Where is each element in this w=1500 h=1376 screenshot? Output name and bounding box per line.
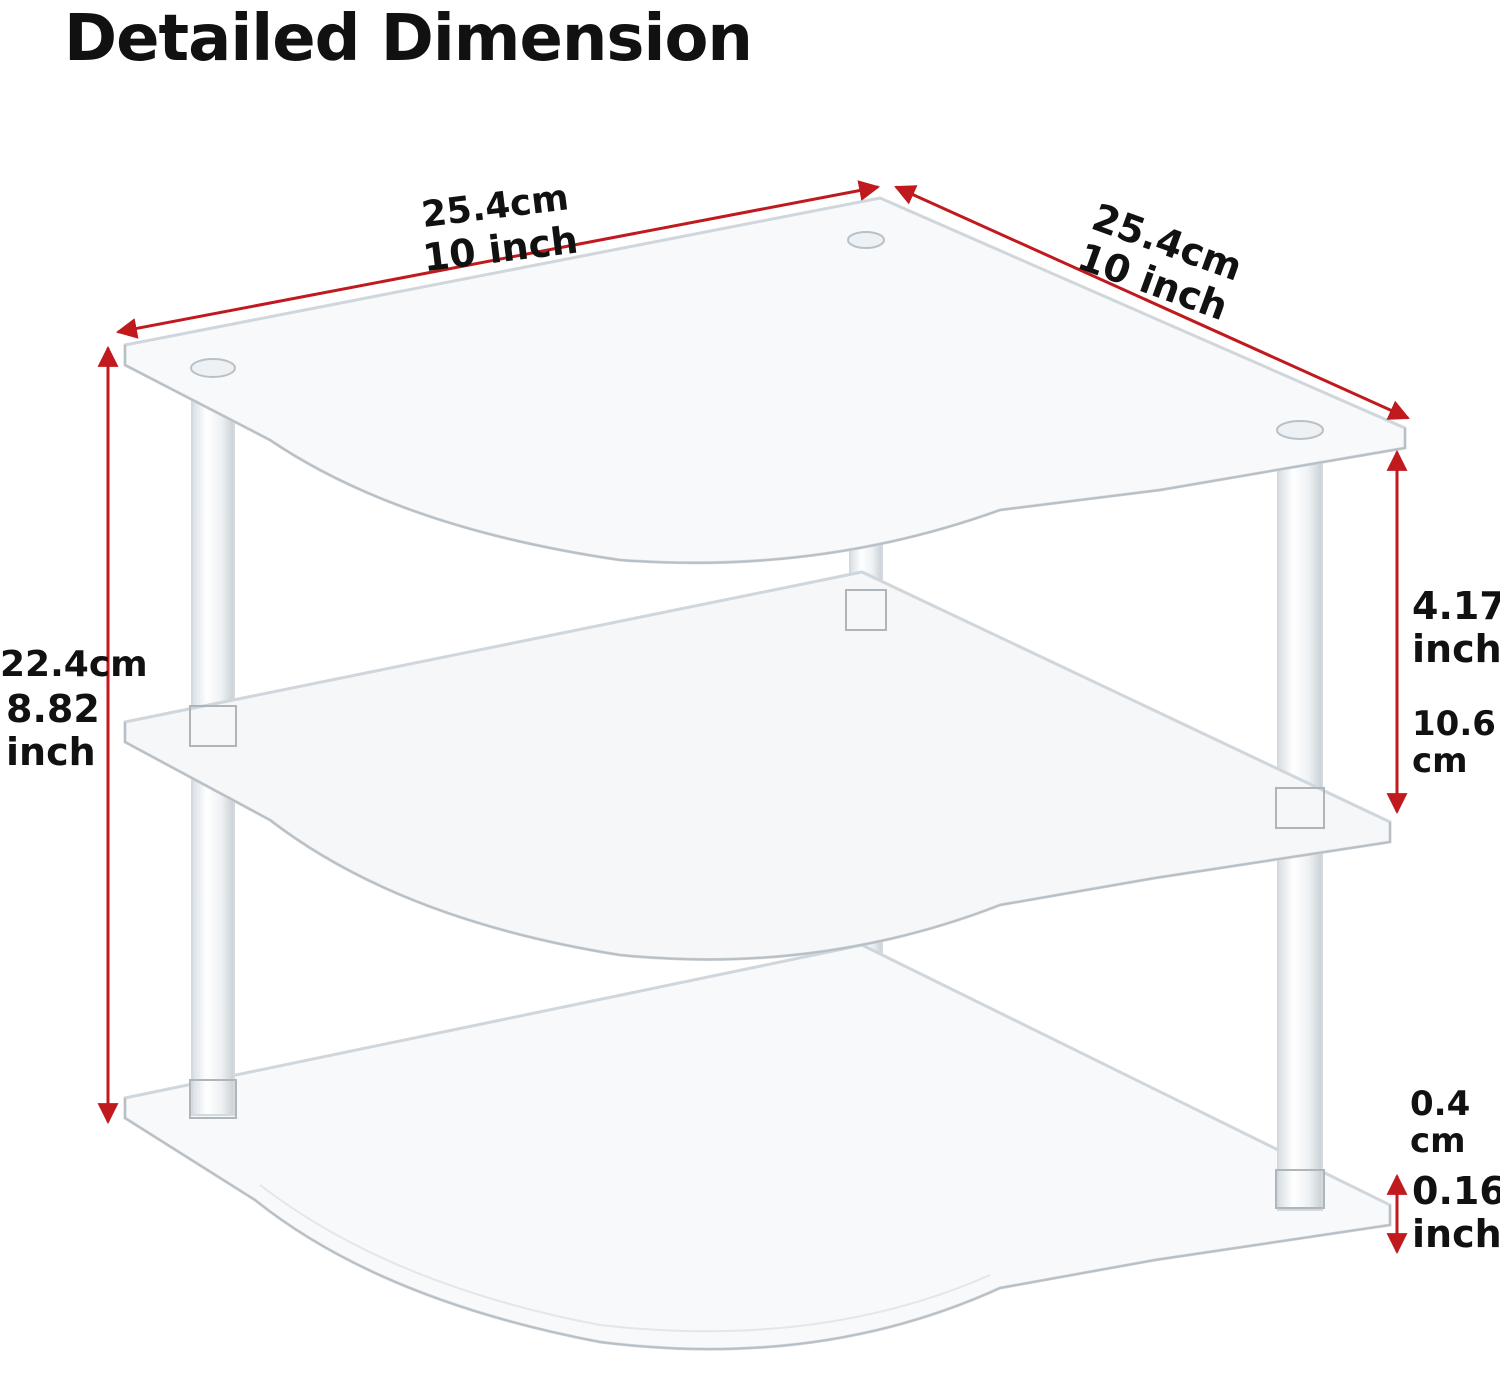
total-height-label: 22.4cm (0, 644, 148, 685)
tier-gap-inch-label: 4.17 inch (1412, 585, 1500, 670)
tier-gap-cm-unit: cm (1412, 740, 1468, 781)
tier-gap-cm-label: 10.6 cm (1412, 706, 1496, 779)
tier-gap-inch-value: 4.17 (1412, 584, 1500, 628)
tier-gap-inch-unit: inch (1412, 626, 1500, 671)
thickness-inch-unit: inch (1412, 1211, 1500, 1256)
dimension-arrows (97, 180, 1410, 1255)
bottom-shelf (123, 943, 1392, 1351)
thickness-cm-unit: cm (1410, 1120, 1466, 1161)
post-connectors (189, 589, 1325, 1209)
width-arrow (115, 180, 881, 339)
tier-gap-cm-value: 10.6 (1412, 704, 1496, 744)
thickness-inch-label: 0.16 inch (1412, 1170, 1500, 1255)
acrylic-shelf-rack (123, 196, 1407, 1351)
thickness-cm-value: 0.4 (1410, 1084, 1471, 1124)
total-height-cm: 22.4cm (0, 644, 148, 685)
total-height-inch-label: 8.82 inch (6, 688, 100, 773)
depth-arrow (894, 185, 1410, 420)
thickness-inch-value: 0.16 (1412, 1169, 1500, 1213)
middle-shelf (123, 570, 1392, 961)
thickness-cm-label: 0.4 cm (1410, 1086, 1470, 1159)
page-title: Detailed Dimension (64, 2, 753, 76)
total-height-inch-value: 8.82 (6, 687, 100, 731)
total-height-inch-unit: inch (6, 729, 96, 774)
